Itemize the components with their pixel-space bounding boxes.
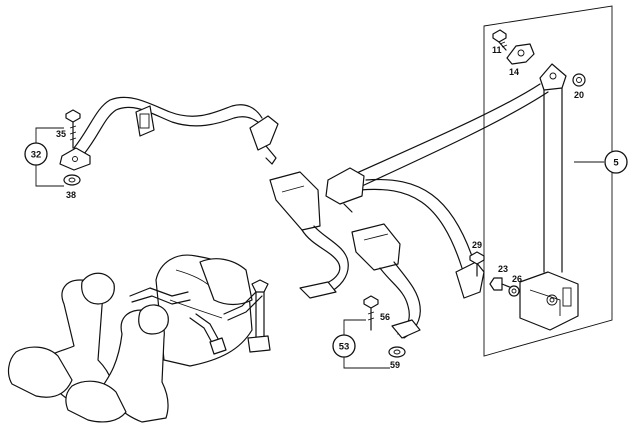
callout-5: 5 (604, 150, 628, 174)
callout-53: 53 (332, 334, 356, 358)
bolt-29 (469, 251, 485, 277)
nut-20 (572, 73, 586, 87)
washer-26 (508, 285, 520, 297)
label-26: 26 (512, 274, 522, 284)
label-29: 29 (472, 240, 482, 250)
label-38: 38 (66, 190, 76, 200)
label-23: 23 (498, 264, 508, 274)
label-56: 56 (380, 312, 390, 322)
bolt-11 (492, 29, 508, 51)
seats-illustration (7, 254, 271, 423)
buckle-receptacle-right (351, 223, 421, 339)
callout-32: 32 (24, 142, 48, 166)
lap-belt-assembly (59, 96, 279, 171)
svg-text:32: 32 (31, 150, 42, 161)
label-59: 59 (390, 360, 400, 370)
bolt-56 (363, 295, 379, 331)
bolt-35 (65, 109, 81, 149)
svg-text:5: 5 (613, 158, 619, 169)
buckle-receptacle-left (269, 171, 349, 299)
shoulder-belt-assembly (325, 63, 579, 331)
bolt-23 (489, 277, 513, 291)
washer-59 (388, 346, 406, 358)
washer-38 (63, 174, 81, 186)
bracket-14 (506, 43, 535, 65)
svg-text:53: 53 (339, 342, 350, 353)
label-11: 11 (492, 45, 502, 55)
label-35: 35 (56, 129, 66, 139)
pillar-panel (483, 5, 613, 357)
label-20: 20 (574, 90, 584, 100)
label-14: 14 (509, 67, 519, 77)
